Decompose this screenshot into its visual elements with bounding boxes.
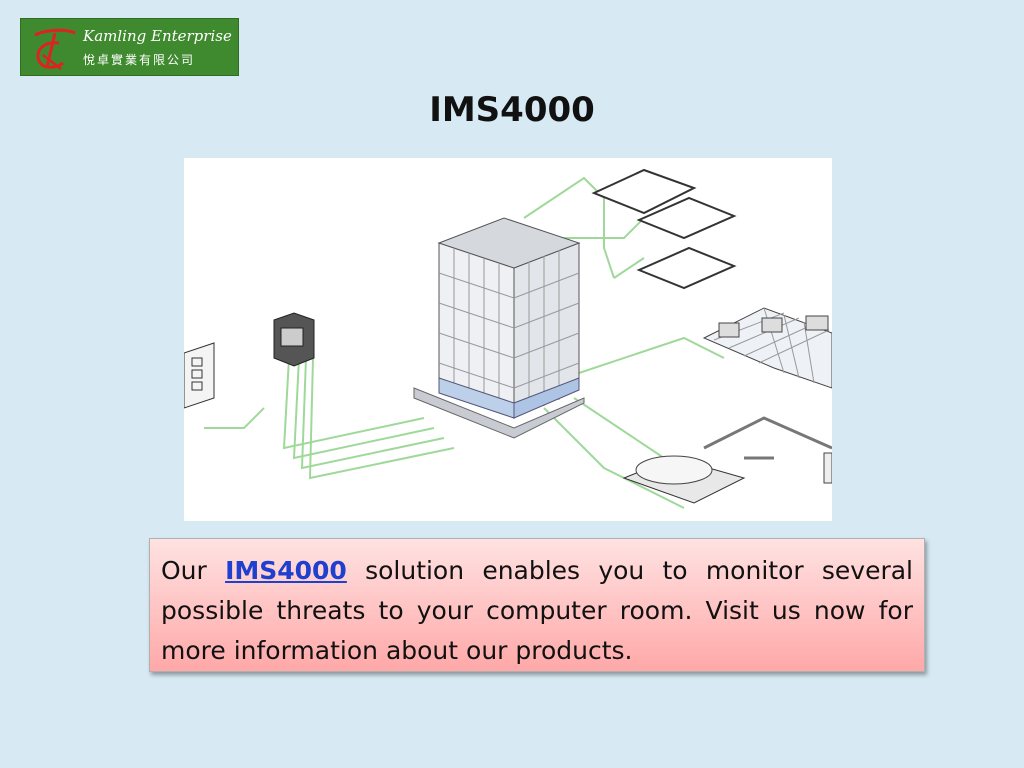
page-title: IMS4000 [429,90,595,130]
company-name-zh: 悅卓實業有限公司 [83,53,196,67]
caption-text: solution enables you to monitor several … [161,556,914,665]
description-box: Our IMS4000 solution enables you to moni… [149,538,925,672]
network-diagram [183,158,833,521]
ims4000-link[interactable]: IMS4000 [225,556,347,585]
company-name-en: Kamling Enterprise [83,27,232,45]
caption-prefix: Our [161,556,207,585]
kamling-logo-mark-icon [34,28,76,70]
company-logo: Kamling Enterprise 悅卓實業有限公司 [20,18,239,76]
building-monitoring-network-diagram [183,168,833,509]
